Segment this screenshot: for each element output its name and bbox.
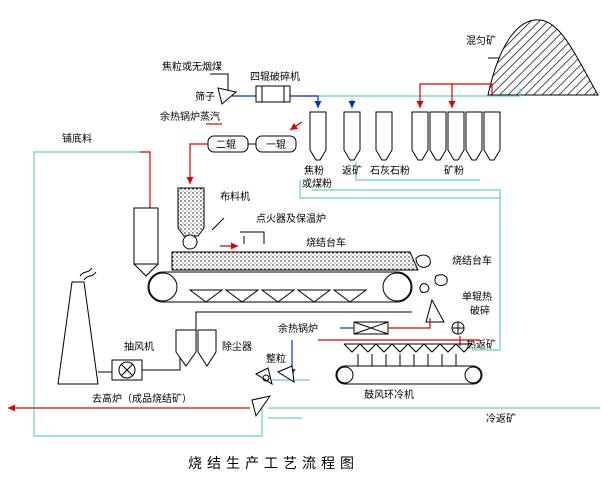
exhaust-fan-label: 抽风机 xyxy=(124,340,154,353)
ignition-furnace-label: 点火器及保温炉 xyxy=(256,212,326,225)
dust-collector xyxy=(175,311,412,367)
waste-heat-boiler xyxy=(353,321,389,335)
sizing-label: 整粒 xyxy=(266,352,286,365)
bedding-hopper-bottom xyxy=(133,263,159,277)
single-roll-crusher xyxy=(425,298,465,335)
distributor-label: 布料机 xyxy=(220,190,250,203)
four-roll-crusher-label: 四辊破碎机 xyxy=(250,70,300,83)
mixed-ore-label: 混匀矿 xyxy=(466,34,496,47)
ignition-furnace xyxy=(211,217,265,250)
ore-powder-label: 矿粉 xyxy=(444,164,464,177)
mixer-drums xyxy=(207,135,297,153)
sinter-strand xyxy=(147,251,419,303)
final-screen-icon xyxy=(251,395,272,418)
sinter-trolley-label-a: 烧结台车 xyxy=(306,236,346,249)
sinter-lumps xyxy=(415,254,448,293)
one-roll-label: 一辊 xyxy=(266,138,286,151)
sizing-unit xyxy=(254,365,295,386)
ring-cooler xyxy=(318,339,483,385)
red-feed-lines xyxy=(416,83,493,108)
hot-return-ore-label: 热返矿 xyxy=(466,338,496,351)
coke-powder-label: 焦粉 xyxy=(304,164,324,177)
four-roll-crusher-box xyxy=(255,85,291,103)
single-roll-crusher-label-1: 单辊热 xyxy=(462,290,492,303)
bedding-line xyxy=(140,151,151,208)
single-roll-crusher-label-2: 破碎 xyxy=(470,304,490,317)
limestone-powder-label: 石灰石粉 xyxy=(370,164,410,177)
cyan-flow-lines xyxy=(33,88,600,437)
to-blast-furnace-label: 去高炉（成品烧结矿） xyxy=(92,392,192,405)
storage-bins xyxy=(309,111,501,161)
blue-feed-lines xyxy=(232,95,356,108)
sieve-label: 筛子 xyxy=(195,90,215,103)
return-ore-label: 返矿 xyxy=(342,164,362,177)
coke-feed-line xyxy=(210,73,229,90)
or-coal-powder-label: 或煤粉 xyxy=(302,177,332,190)
distributor xyxy=(177,187,205,250)
mixed-ore-pile xyxy=(487,19,599,96)
exhaust-fan xyxy=(111,359,143,381)
bedding-material-label: 铺底料 xyxy=(62,132,92,145)
sieve-icon xyxy=(217,87,238,105)
sinter-trolley-label-b: 烧结台车 xyxy=(452,254,492,267)
diagram-title: 烧结生产工艺流程图 xyxy=(188,456,359,472)
chimney xyxy=(57,267,99,385)
bedding-hopper xyxy=(133,207,159,265)
blast-ring-cooler-label: 鼓风环冷机 xyxy=(364,388,414,401)
fan-duct xyxy=(142,350,181,371)
mix-to-distributor-line xyxy=(186,143,208,184)
dust-collector-label: 除尘器 xyxy=(222,340,252,353)
steam-return-line xyxy=(289,121,303,131)
two-roll-label: 二辊 xyxy=(216,138,236,151)
waste-heat-steam-label: 余热锅炉蒸汽 xyxy=(160,110,220,123)
cold-return-ore-label: 冷返矿 xyxy=(486,412,516,425)
coke-anthracite-label: 焦粒或无烟煤 xyxy=(162,60,222,73)
boiler-red-line xyxy=(388,318,431,329)
waste-heat-boiler-label: 余热锅炉 xyxy=(278,322,318,335)
